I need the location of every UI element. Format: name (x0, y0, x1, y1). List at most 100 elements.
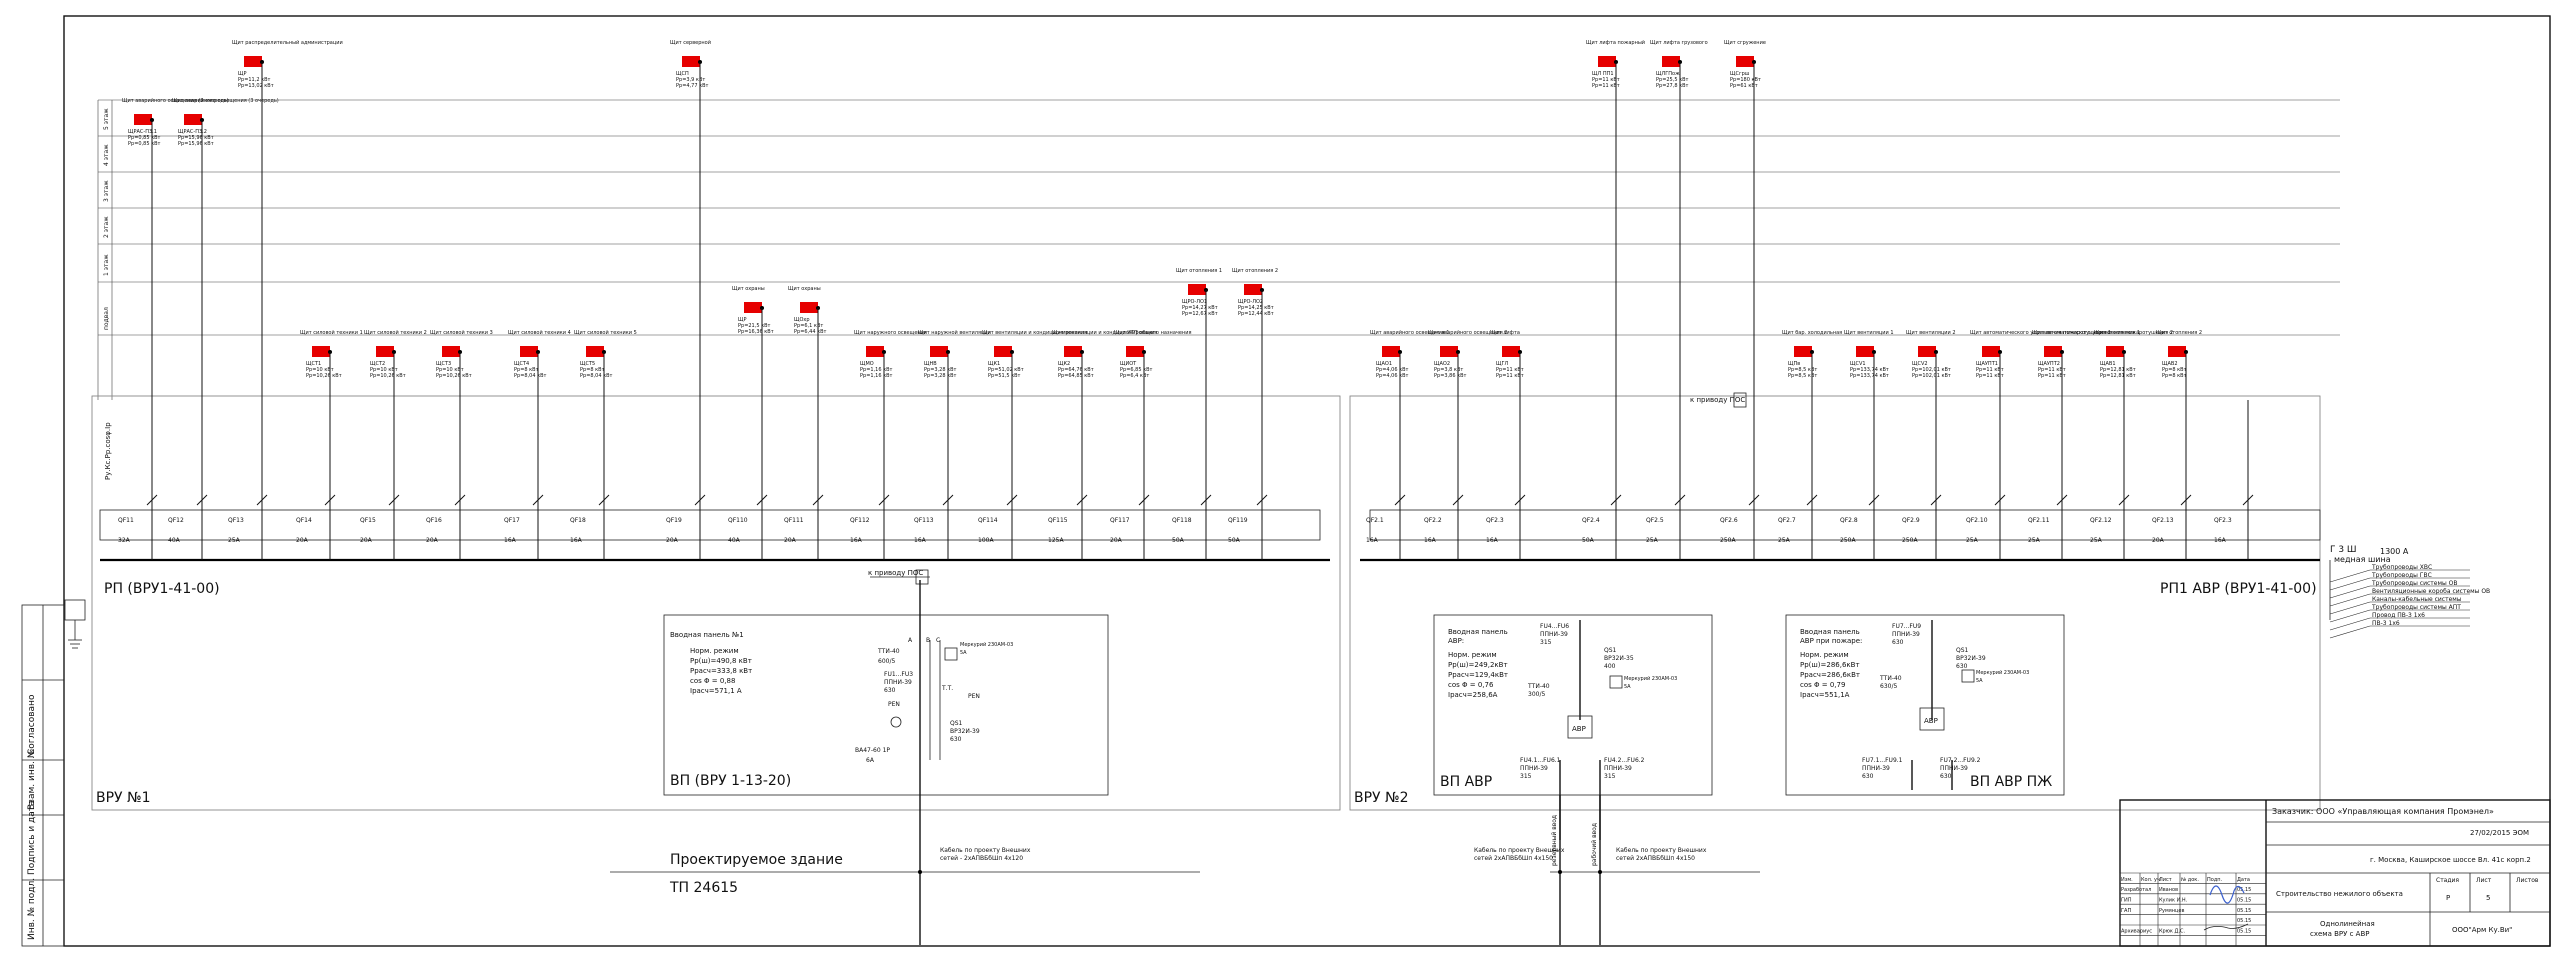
stamp-sheet-label: Лист (2476, 877, 2492, 884)
right-breaker-rating: 50А (1582, 537, 1595, 544)
right-load-id: ЩСV2 (1912, 361, 1928, 367)
legend-item: Трубопроводы системы АПТ (2371, 604, 2461, 611)
left-breaker-label: QF110 (728, 517, 748, 524)
ippzh-p1: Рр(ш)=286,6кВт (1800, 661, 1860, 669)
left-load-box (744, 302, 762, 313)
right-load-p: Рр=12,81 кВт (2100, 367, 2136, 373)
stamp-row-name: Румянцев (2159, 908, 2185, 914)
left-load-q: Рр=10,26 кВт (370, 373, 406, 379)
right-breaker-label: QF2.6 (1720, 517, 1738, 524)
left-load-title: Щит силовой техники 2 (364, 329, 427, 336)
ip1-tt: ТТИ-40 (877, 648, 900, 655)
left-load-id: ЩСП (676, 71, 689, 77)
left-load-box (994, 346, 1012, 357)
right-load-box (2106, 346, 2124, 357)
cable-mid-1: Кабель по проекту Внешних (1474, 847, 1565, 854)
left-load-title: Щит наружного освещения (854, 330, 927, 336)
left-breaker-rating: 125А (1048, 537, 1064, 544)
stamp-stage-label: Стадия (2436, 877, 2459, 884)
left-load-id: ЩНВ (924, 361, 937, 367)
left-load-box (312, 346, 330, 357)
rp-right-label: РП1 АВР (ВРУ1-41-00) (2160, 581, 2317, 597)
vp-avr-panel: Вводная панель АВР: Норм. режим Рр(ш)=24… (1433, 614, 1713, 840)
left-breaker-rating: 20А (784, 537, 797, 544)
ipavr-qs: QS1 (1604, 647, 1617, 654)
sheet-frame (63, 15, 2551, 947)
cable-right-2: сетей 2хАПВБбШп 4х150 (1616, 855, 1695, 862)
stamp-row-role: Разработал (2121, 887, 2151, 893)
left-load-p: Рр=64,76 кВт (1058, 367, 1094, 373)
drive-box-left (915, 569, 929, 585)
left-load-box (134, 114, 152, 125)
ippzh-fu-bl: FU7.1...FU9.1 (1862, 757, 1903, 764)
left-breaker-label: QF13 (228, 517, 244, 524)
floor-label-1: 1 этаж (103, 254, 110, 276)
right-breaker-rating: 25А (2028, 537, 2041, 544)
stamp-title-2: схема ВРУ с АВР (2310, 930, 2370, 938)
right-breaker-label: QF2.1 (1366, 517, 1384, 524)
ip1-mode: Норм. режим (690, 647, 739, 655)
left-load-id: ЩСТ3 (436, 361, 451, 367)
right-load-p: Рр=133,74 кВт (1850, 367, 1889, 373)
legend-header: медная шина (2334, 555, 2391, 564)
ip1-contactor-rating: 6А (866, 757, 875, 764)
left-load-p: Рр=0,85 кВт (128, 135, 161, 141)
ipavr-mode: Норм. режим (1448, 651, 1497, 659)
ipavr-fu-br-rating: 315 (1604, 773, 1616, 780)
left-breaker-label: QF113 (914, 517, 934, 524)
ippzh-tt: ТТИ-40 (1879, 675, 1902, 682)
ippzh-fu-rating: 630 (1892, 639, 1904, 646)
ippzh-fu-br: FU7.2...FU9.2 (1940, 757, 1981, 764)
stamp-object: Строительство нежилого объекта (2276, 890, 2403, 898)
left-breaker-label: QF11 (118, 517, 134, 524)
left-breaker-label: QF115 (1048, 517, 1068, 524)
left-breaker-label: QF12 (168, 517, 184, 524)
left-load-title: Щит ИТП общего назначения (1114, 330, 1191, 336)
right-load-box (1736, 56, 1754, 67)
right-load-q: Рр=3,86 кВт (1434, 373, 1467, 379)
floor-label-4: 4 этаж (103, 144, 110, 166)
left-breaker-label: QF18 (570, 517, 586, 524)
floor-label-5: 5 этаж (103, 108, 110, 130)
legend-item: Трубопроводы ХВС (2371, 564, 2432, 571)
left-load-box (376, 346, 394, 357)
right-load-q: Рр=4,06 кВт (1376, 373, 1409, 379)
left-breaker-rating: 50А (1172, 537, 1185, 544)
left-load-q: Рр=15,96 кВт (178, 141, 214, 147)
right-load-q: Рр=8,5 кВт (1788, 373, 1817, 379)
left-load-title: Щит аварийного освещения (3 очередь) (172, 97, 279, 104)
ippzh-fu-bl-rating: 630 (1862, 773, 1874, 780)
right-load-id: ЩПв (1788, 361, 1800, 367)
left-breaker-label: QF16 (426, 517, 442, 524)
ippzh-qs-type: ВР32И-39 (1956, 655, 1986, 662)
right-breaker-label: QF2.8 (1840, 517, 1858, 524)
right-load-q: Рр=8 кВт (2162, 373, 2187, 379)
left-breaker-label: QF111 (784, 517, 804, 524)
right-load-id: ЩАО2 (1434, 361, 1450, 367)
left-breaker-rating: 20А (360, 537, 373, 544)
ip1-phase-b: В (926, 637, 930, 644)
ip1-qs-type: ВР32И-39 (950, 728, 980, 735)
right-load-p: Рр=11 кВт (2038, 367, 2066, 373)
stamp-row-name: Крюк Д.С. (2159, 929, 2186, 935)
left-load-box (1064, 346, 1082, 357)
cable-vertical-2: рабочий ввод (1591, 823, 1598, 866)
left-load-p: Рр=3,9 кВт (676, 77, 705, 83)
right-load-title: Щит отопления 2 (2156, 330, 2202, 336)
right-load-id: ЩСгрш (1730, 71, 1750, 77)
rp-left-top-label: Ру.Кс.Рр.соsφ.Iр (104, 422, 112, 480)
ipavr-title: Вводная панель (1448, 628, 1508, 636)
stamp-sheets-label: Листов (2516, 877, 2539, 884)
left-load-q: Рр=6,44 кВт (794, 329, 827, 335)
left-load-box (682, 56, 700, 67)
cable-right-1: Кабель по проекту Внешних (1616, 847, 1707, 854)
ip1-pen-left: PEN (888, 701, 900, 708)
ip1-fuse: FU1...FU3 (884, 671, 913, 678)
ip1-fuse-rating: 630 (884, 687, 896, 694)
ipavr-fu-bl-rating: 315 (1520, 773, 1532, 780)
legend-code: Г 3 Ш (2330, 545, 2357, 555)
stamp-row-role: Архивариус (2121, 929, 2152, 935)
right-breaker-label: QF2.9 (1902, 517, 1920, 524)
left-load-q: Рр=51,5 кВт (988, 373, 1021, 379)
